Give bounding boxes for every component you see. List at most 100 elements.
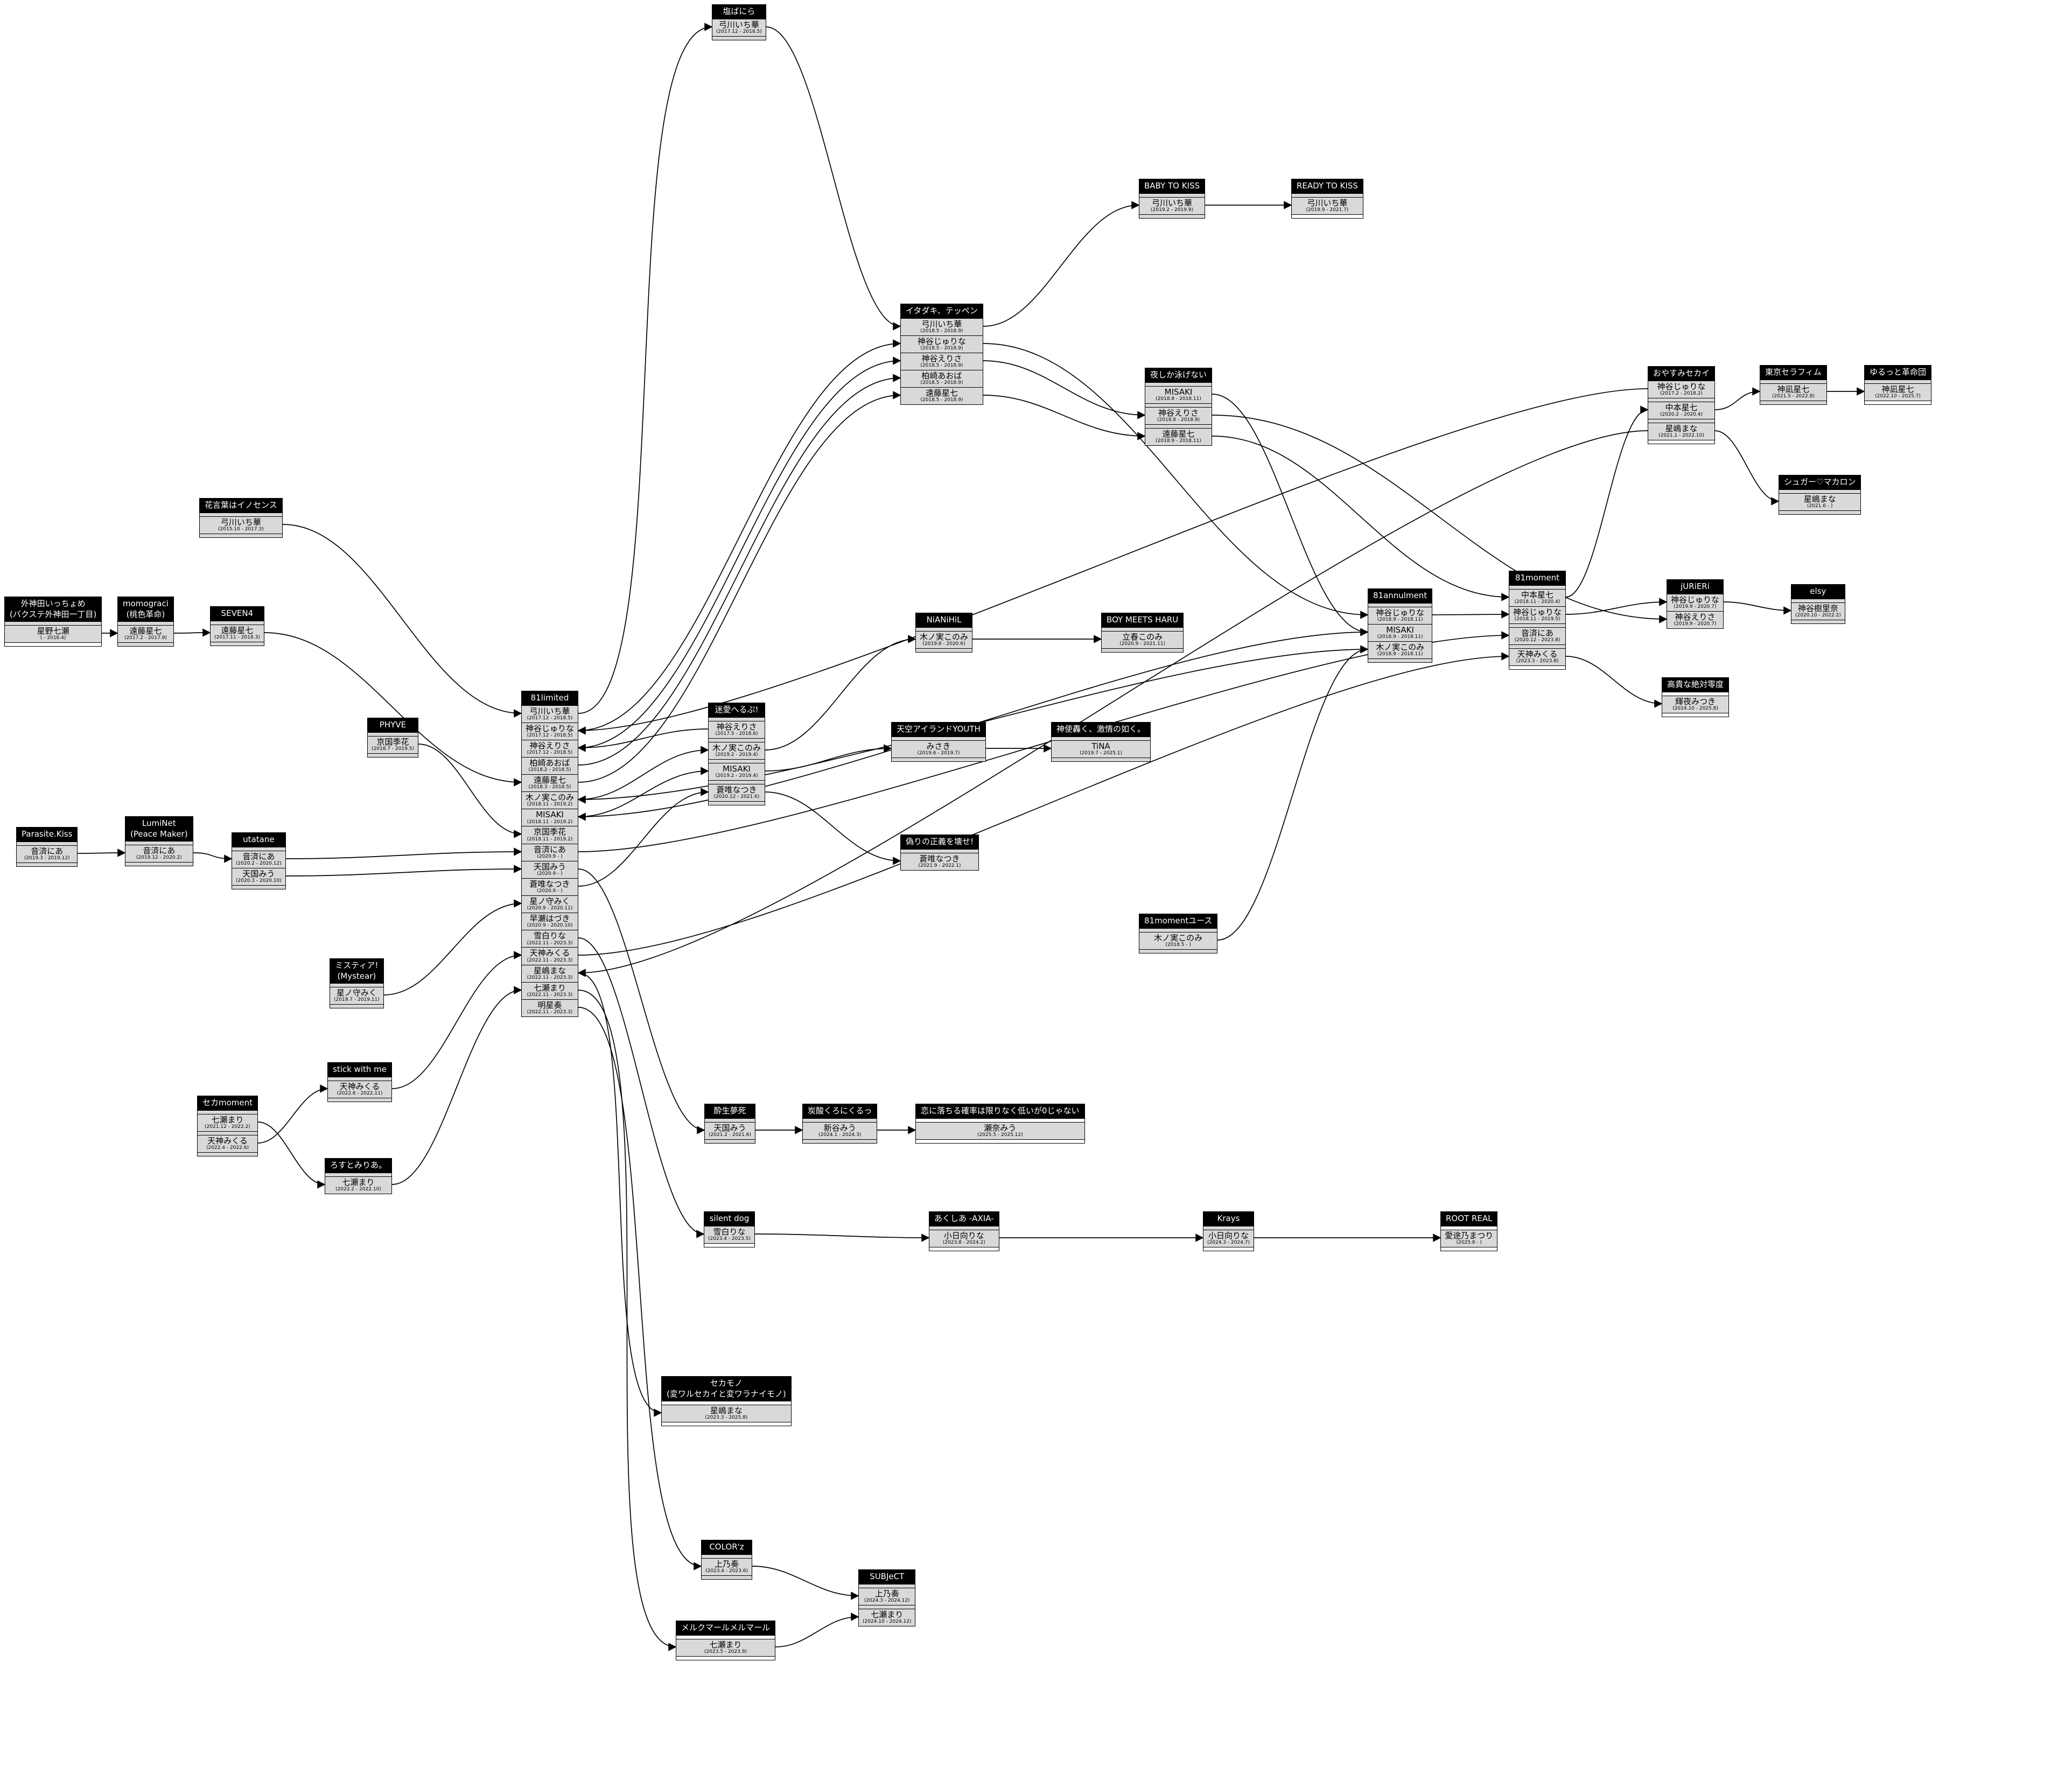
member-name: 星嶋まな: [1665, 423, 1698, 433]
member-row: 遠藤星七(2017.2 - 2017.9): [118, 625, 173, 643]
ellipsis-row: [330, 1004, 383, 1008]
member-name: 天神みくる: [1517, 649, 1558, 659]
member-name: 神谷えりさ: [921, 353, 962, 363]
member-name: 星嶋まな: [710, 1406, 743, 1415]
member-tenure: (2023.4 - 2023.5): [708, 1236, 751, 1242]
member-tenure: (2020.9 - ): [537, 853, 563, 859]
member-tenure: (2023.8 - 2024.2): [942, 1239, 985, 1245]
ellipsis-row: [1139, 193, 1205, 197]
group-node-axia: あくしあ -AXIA-小日向りな(2023.8 - 2024.2): [929, 1211, 999, 1251]
ellipsis-row: [1662, 691, 1729, 696]
group-title: 東京セラフィム: [1760, 366, 1826, 380]
transfer-edge: [765, 791, 901, 865]
member-row: 神谷えりさ(2019.9 - 2020.7): [1667, 611, 1724, 628]
member-tenure: (2018.8 - 2018.11): [1156, 396, 1201, 402]
member-name: 音済にあ: [534, 844, 566, 854]
transfer-edge: [578, 972, 662, 1417]
group-node-hanakotoba: 花言葉はイノセンス弓川いち華(2015.10 - 2017.3): [199, 498, 283, 538]
transfer-edge: [282, 524, 522, 718]
member-row: 星野七瀬( - 2016.4): [5, 625, 102, 643]
ellipsis-row: [1145, 403, 1212, 407]
member-row: 神谷えりさ(2017.5 - 2018.6): [709, 720, 765, 738]
ellipsis-row: [1145, 424, 1212, 428]
group-title: SEVEN4: [211, 607, 264, 621]
ellipsis-row: [1760, 400, 1826, 404]
member-tenure: (2025.8 - ): [1456, 1239, 1482, 1245]
ellipsis-row: [709, 738, 765, 742]
group-node-oyasumi: おやすみセカイ神谷じゅりな(2017.2 - 2018.2)中本星七(2020.…: [1648, 366, 1716, 444]
member-row: 神谷じゅりな(2018.11 - 2019.5): [1509, 606, 1566, 623]
member-tenure: (2019.6 - 2019.7): [917, 750, 960, 756]
member-tenure: (2019.3 - 2019.12): [24, 855, 70, 861]
member-tenure: (2018.9 - 2018.11): [1377, 616, 1423, 622]
member-row: 星ノ守みく(2019.7 - 2019.11): [330, 987, 383, 1005]
ellipsis-row: [1292, 193, 1363, 197]
member-row: 七瀬まり(2022.11 - 2023.3): [522, 981, 578, 999]
member-tenure: (2021.6 - ): [1807, 503, 1833, 509]
member-name: 天神みくる: [529, 948, 570, 958]
member-row: 明星奏(2022.11 - 2023.3): [522, 999, 578, 1017]
group-title: メルクマールメルマール: [676, 1621, 775, 1635]
member-name: 小日向りな: [943, 1230, 984, 1240]
member-tenure: (2022.10 - 2025.7): [1875, 393, 1921, 399]
member-row: 小日向りな(2024.3 - 2024.7): [1203, 1229, 1254, 1247]
member-name: 上乃奏: [874, 1588, 899, 1598]
transfer-edge: [577, 388, 1648, 735]
group-title: ゆるっと革命団: [1865, 366, 1931, 380]
ellipsis-row: [5, 621, 102, 625]
member-row: 遠藤星七(2017.11 - 2018.3): [211, 624, 264, 642]
member-tenure: (2021.1 - 2022.10): [1658, 433, 1704, 439]
ellipsis-row: [1865, 400, 1931, 404]
member-tenure: (2019.2 - 2019.9): [1151, 207, 1193, 213]
member-row: 木ノ実このみ(2018.11 - 2019.2): [522, 791, 578, 809]
transfer-edge: [983, 201, 1140, 327]
member-tenure: (2022.11 - 2023.3): [527, 992, 573, 998]
member-name: 天国みう: [242, 868, 275, 879]
member-tenure: (2017.12 - 2018.5): [716, 29, 762, 34]
member-name: 新谷みう: [823, 1123, 856, 1133]
member-tenure: (2023.3 - 2023.8): [1516, 658, 1559, 664]
ellipsis-row: [702, 1575, 752, 1579]
member-name: 木ノ実このみ: [920, 632, 969, 642]
member-row: 天国みう(2021.2 - 2021.6): [705, 1121, 755, 1139]
transfer-edge: [285, 865, 522, 877]
member-name: TiNA: [1091, 741, 1110, 751]
ellipsis-row: [1368, 602, 1432, 607]
member-tenure: (2019.12 - 2020.2): [136, 855, 182, 861]
group-node-tokyoseraphim: 東京セラフィム神凪星七(2021.5 - 2022.8): [1760, 365, 1827, 405]
member-name: 弓川いち華: [220, 517, 261, 527]
ellipsis-row: [1441, 1246, 1497, 1251]
member-name: 神谷じゅりな: [1657, 381, 1706, 391]
ellipsis-row: [325, 1172, 392, 1176]
ellipsis-row: [704, 1243, 754, 1247]
group-title: READY TO KISS: [1292, 179, 1363, 193]
member-tenure: (2024.3 - 2024.7): [1207, 1239, 1250, 1245]
group-title: Krays: [1203, 1212, 1254, 1226]
group-title: 花言葉はイノセンス: [200, 499, 282, 513]
member-name: 音済にあ: [31, 846, 64, 856]
member-row: 音済にあ(2020.2 - 2020.12): [232, 850, 285, 868]
ellipsis-row: [198, 1152, 258, 1156]
member-tenure: (2018.8 - 2018.9): [1157, 417, 1200, 423]
group-node-shiobanira: 塩ばにら弓川いち華(2017.12 - 2018.5): [712, 4, 766, 40]
ellipsis-row: [916, 1139, 1084, 1143]
group-title: LumiNet(Peace Maker): [125, 817, 193, 841]
member-name: 天神みくる: [207, 1135, 248, 1146]
ellipsis-row: [1102, 648, 1184, 652]
ellipsis-row: [198, 1131, 258, 1135]
ellipsis-row: [1139, 949, 1217, 953]
member-tenure: ( - 2016.4): [40, 635, 66, 641]
member-row: 天神みくる(2022.11 - 2023.3): [522, 947, 578, 965]
ellipsis-row: [1648, 418, 1715, 423]
member-tenure: (2022.11 - 2023.3): [527, 1009, 573, 1015]
member-name: MISAKI: [1386, 625, 1414, 635]
ellipsis-row: [709, 801, 765, 805]
member-tenure: (2018.2 - 2018.5): [528, 767, 571, 773]
member-tenure: (2024.1 - 2024.3): [818, 1132, 862, 1138]
ellipsis-row: [125, 862, 193, 866]
